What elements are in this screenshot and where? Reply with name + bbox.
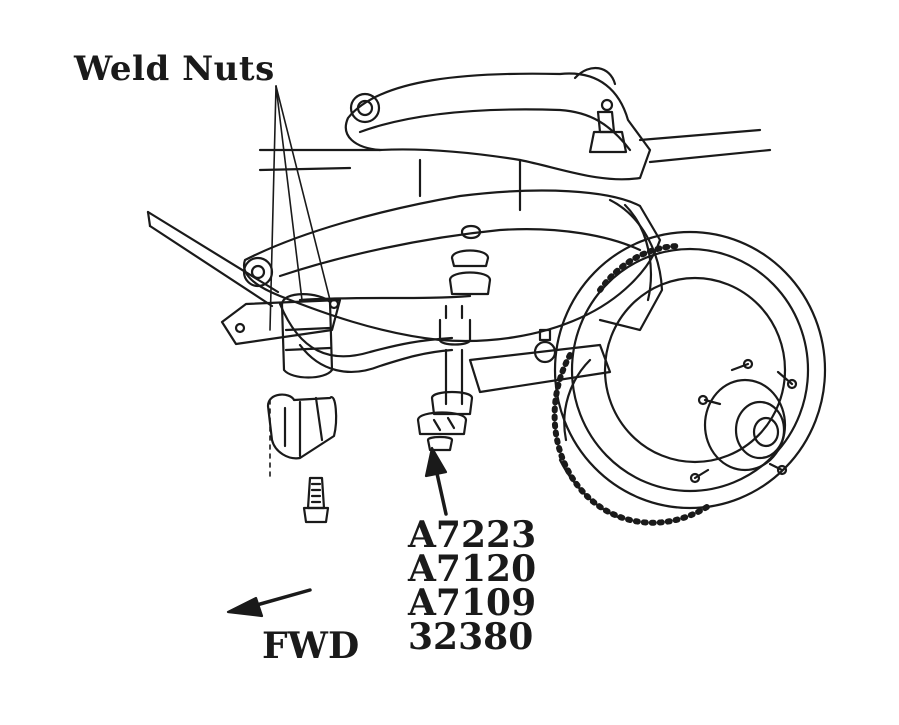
part-number: A7120 <box>408 548 537 590</box>
fwd-arrow <box>226 588 312 618</box>
steering-knuckle <box>563 198 664 442</box>
frame-rail <box>258 128 772 212</box>
upper-control-arm <box>344 67 652 181</box>
wheel-hub <box>689 358 798 484</box>
bushing-clamp <box>266 393 338 460</box>
sway-bar-end-link <box>416 224 492 452</box>
brake-rotor <box>551 230 827 526</box>
part-number: 32380 <box>408 616 534 658</box>
lower-control-arm <box>242 189 662 343</box>
fwd-label: FWD <box>262 625 360 667</box>
weld-nuts-label: Weld Nuts <box>74 49 275 89</box>
sway-bar-bushing <box>220 293 342 379</box>
part-number: A7223 <box>408 514 537 556</box>
part-pointer-arrow <box>424 446 448 516</box>
part-number: A7109 <box>408 582 537 624</box>
weld-nuts-leader <box>269 85 331 481</box>
part-number-list: A7223 A7120 A7109 32380 <box>408 514 537 658</box>
clamp-bolt <box>302 476 330 524</box>
